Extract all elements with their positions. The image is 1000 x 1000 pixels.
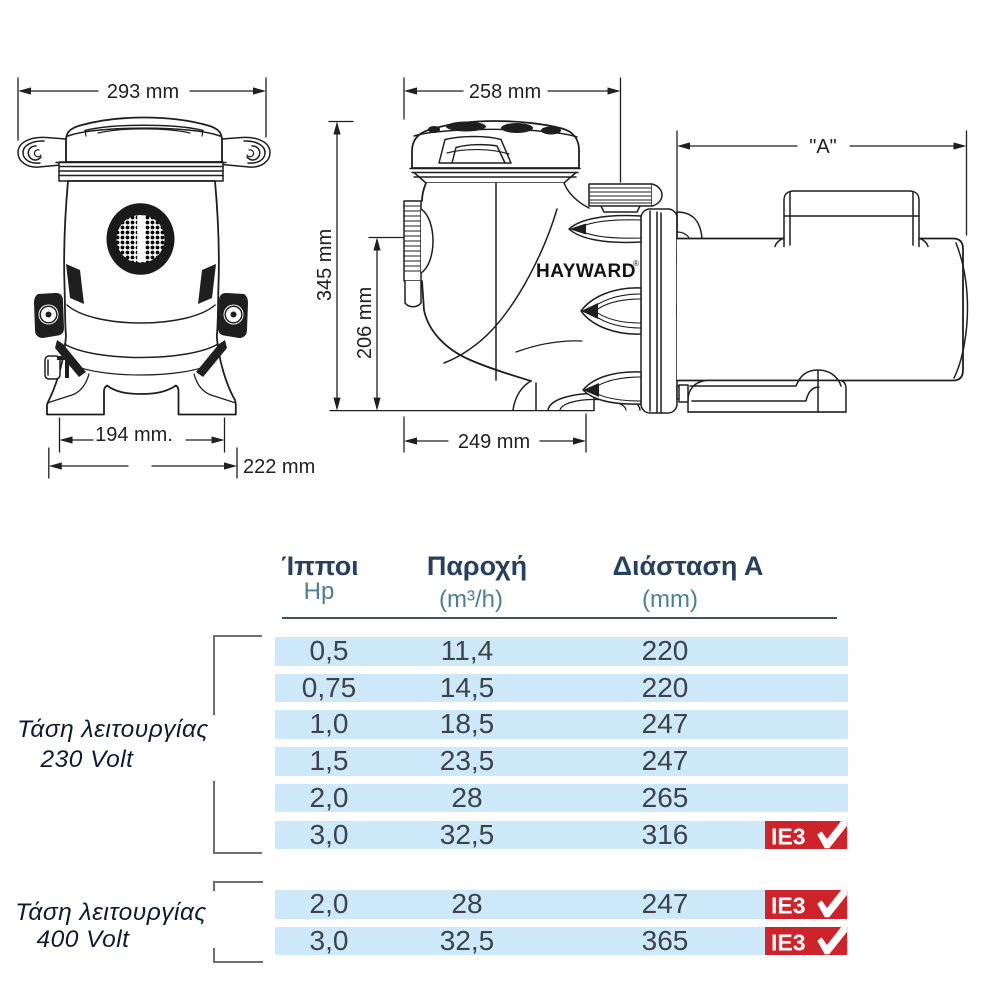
svg-text:249 mm: 249 mm xyxy=(458,431,530,453)
svg-text:"A": "A" xyxy=(809,136,837,158)
svg-text:345 mm: 345 mm xyxy=(314,229,336,301)
svg-text:258 mm: 258 mm xyxy=(469,81,541,103)
svg-text:IE3: IE3 xyxy=(771,893,806,919)
svg-text:194 mm.: 194 mm. xyxy=(95,424,173,446)
svg-text:®: ® xyxy=(633,259,639,268)
svg-text:222 mm: 222 mm xyxy=(243,456,315,478)
svg-text:206 mm: 206 mm xyxy=(354,287,376,359)
svg-text:HAYWARD: HAYWARD xyxy=(536,261,636,282)
svg-text:IE3: IE3 xyxy=(771,823,806,849)
svg-text:IE3: IE3 xyxy=(771,929,806,955)
svg-text:293 mm: 293 mm xyxy=(107,81,179,103)
